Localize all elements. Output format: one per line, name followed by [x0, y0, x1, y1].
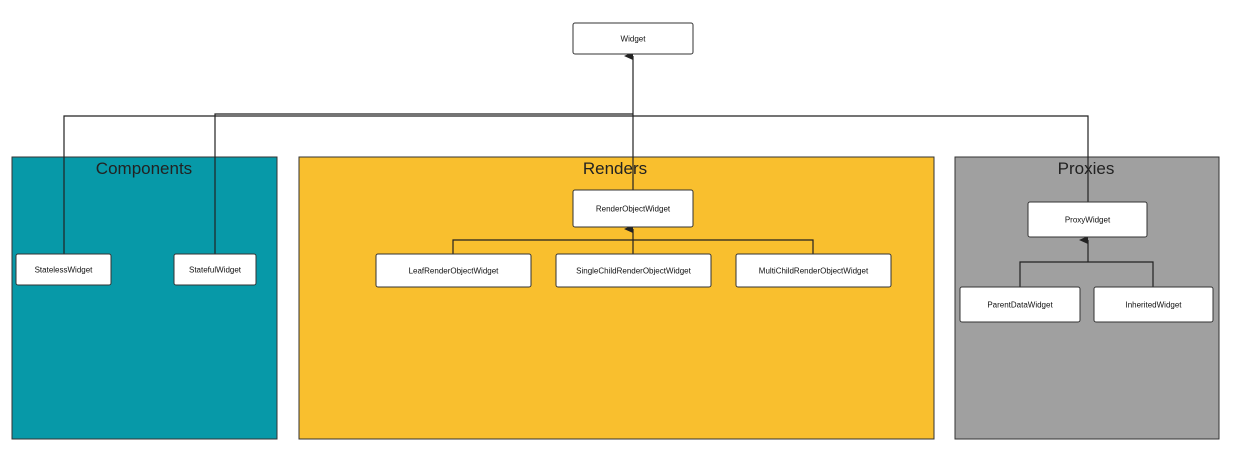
- node-statelesswidget[interactable]: StatelessWidget: [15, 253, 112, 286]
- node-label-inheritedwidget: InheritedWidget: [1125, 301, 1182, 310]
- node-label-statelesswidget: StatelessWidget: [35, 266, 94, 275]
- node-label-widget: Widget: [621, 35, 647, 44]
- node-multichildrenderobjectwidget[interactable]: MultiChildRenderObjectWidget: [735, 253, 892, 288]
- proxies-title: Proxies: [1058, 159, 1115, 178]
- components-title: Components: [96, 159, 192, 178]
- edges-to-renderobjectwidget: [452, 225, 814, 254]
- node-statefulwidget[interactable]: StatefulWidget: [173, 253, 257, 286]
- node-label-singlechildrenderobjectwidget: SingleChildRenderObjectWidget: [576, 267, 692, 276]
- edge-parentdata-to-proxy: [1019, 261, 1154, 287]
- node-label-renderobjectwidget: RenderObjectWidget: [596, 205, 671, 214]
- renders-title: Renders: [583, 159, 647, 178]
- edge-stateless-to-widget: [63, 52, 634, 254]
- node-label-multichildrenderobjectwidget: MultiChildRenderObjectWidget: [759, 267, 869, 276]
- node-label-leafrenderobjectwidget: LeafRenderObjectWidget: [409, 267, 500, 276]
- components-group: [11, 156, 278, 440]
- node-proxywidget[interactable]: ProxyWidget: [1027, 201, 1148, 238]
- edge-stateful-to-widget: [214, 113, 633, 254]
- node-singlechildrenderobjectwidget[interactable]: SingleChildRenderObjectWidget: [555, 253, 712, 288]
- node-inheritedwidget[interactable]: InheritedWidget: [1093, 286, 1214, 323]
- node-parentdatawidget[interactable]: ParentDataWidget: [959, 286, 1081, 323]
- node-leafrenderobjectwidget[interactable]: LeafRenderObjectWidget: [375, 253, 532, 288]
- edge-leaf-to-renderobject: [452, 239, 814, 254]
- node-label-proxywidget: ProxyWidget: [1065, 216, 1111, 225]
- edge-proxy-to-widget: [633, 115, 1089, 202]
- node-widget[interactable]: Widget: [572, 22, 694, 55]
- node-label-statefulwidget: StatefulWidget: [189, 266, 242, 275]
- edges-to-proxywidget: [1019, 236, 1154, 287]
- edges-to-widget: [63, 52, 1089, 254]
- node-renderobjectwidget[interactable]: RenderObjectWidget: [572, 189, 694, 228]
- node-label-parentdatawidget: ParentDataWidget: [987, 301, 1053, 310]
